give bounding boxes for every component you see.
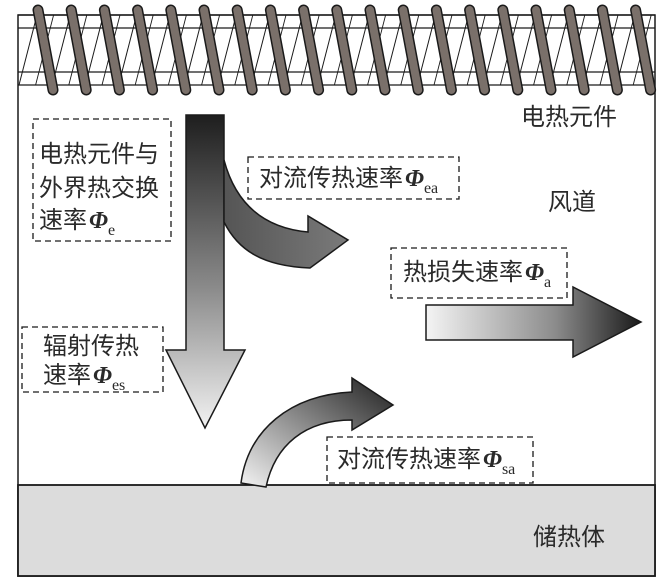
coil-tube (565, 6, 589, 94)
phi-symbol: Φ (405, 166, 424, 192)
coil-tube (465, 6, 489, 94)
phi-subscript: sa (502, 461, 515, 478)
coil-tube (299, 6, 323, 94)
label-box-phi-sa (326, 436, 534, 484)
heating-element-coil (18, 4, 657, 96)
phi-subscript: e (108, 222, 115, 239)
label-box-phi-a (390, 247, 568, 299)
coil-tube (498, 6, 522, 94)
phi-symbol: Φ (89, 208, 108, 234)
coil-tube (366, 6, 389, 94)
coil-tube (631, 6, 655, 94)
label-phi-es-line-2: 速率Φes (43, 361, 125, 394)
coil-tube (266, 6, 290, 94)
coil-tube (100, 6, 124, 94)
phi-symbol: Φ (525, 260, 544, 286)
convection-sa-arrow (240, 376, 395, 488)
heat-loss-arrow (425, 285, 643, 359)
coil-tube (34, 6, 57, 94)
phi-subscript: ea (424, 180, 438, 197)
label-phi-e-prefix: 速率 (39, 206, 87, 234)
label-box-phi-es (21, 326, 164, 393)
coil-back-wire (18, 14, 38, 86)
label-phi-ea-text: 对流传热速率 (259, 164, 403, 192)
coil-tube (200, 6, 223, 94)
coil-tube (133, 6, 157, 94)
label-phi-e: 电热元件与 外界热交换 速率Φe (39, 140, 159, 239)
coil-tube (332, 6, 356, 94)
phi-subscript: es (112, 377, 125, 394)
phi-symbol: Φ (483, 447, 502, 473)
convection-ea-arrow (223, 159, 350, 269)
heat-storage-label: 储热体 (533, 523, 605, 551)
phi-symbol: Φ (93, 363, 112, 389)
radiation-arrow (164, 114, 247, 430)
coil-tube (598, 6, 622, 94)
label-phi-a: 热损失速率Φa (403, 258, 551, 291)
coil-tube (399, 6, 423, 94)
heat-storage-block (17, 484, 656, 577)
label-phi-es: 辐射传热 速率Φes (43, 332, 139, 394)
label-phi-ea: 对流传热速率Φea (259, 164, 438, 197)
coil-tube (532, 6, 555, 94)
coil-tube (166, 6, 190, 94)
label-phi-es-line-1: 辐射传热 (43, 332, 139, 360)
label-phi-e-line-3: 速率Φe (39, 206, 115, 239)
label-phi-e-line-2: 外界热交换 (39, 174, 159, 202)
coil-tube (432, 6, 456, 94)
duct-frame (17, 14, 656, 577)
label-phi-es-prefix: 速率 (43, 361, 91, 389)
label-phi-sa: 对流传热速率Φsa (337, 445, 515, 478)
phi-subscript: a (544, 274, 551, 291)
label-phi-e-line-1: 电热元件与 (39, 140, 159, 168)
heating-element-label: 电热元件 (521, 103, 617, 131)
air-duct-label: 风道 (548, 188, 596, 216)
coil-tube (233, 6, 257, 94)
label-phi-a-text: 热损失速率 (403, 258, 523, 286)
label-box-phi-ea (247, 156, 460, 200)
coil-tube (67, 6, 91, 94)
label-phi-sa-text: 对流传热速率 (337, 445, 481, 473)
